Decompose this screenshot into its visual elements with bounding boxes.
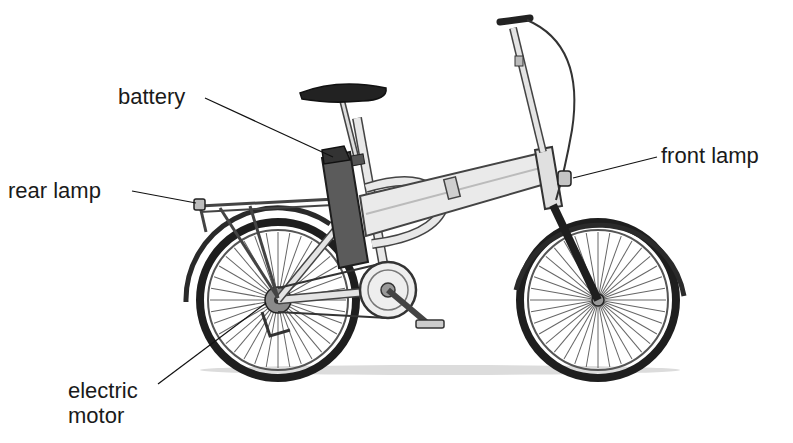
battery-cap — [322, 146, 350, 164]
handlebar-stem — [513, 28, 543, 152]
brake-cable — [527, 20, 574, 200]
part-label: electric motor — [68, 378, 168, 429]
saddle — [300, 84, 386, 102]
folding-hinge — [444, 177, 460, 199]
derailleur — [262, 312, 290, 336]
chainring — [360, 262, 444, 328]
leader-line — [132, 191, 196, 203]
front-fork — [553, 205, 598, 300]
main-tube — [360, 152, 552, 236]
leader-line — [573, 157, 657, 178]
bell — [515, 56, 523, 66]
pedal — [416, 320, 444, 328]
part-label: battery — [118, 84, 238, 109]
rear-fender — [186, 208, 330, 302]
leader-line — [205, 98, 333, 157]
leader-line — [158, 303, 266, 384]
handlebar-grip — [500, 18, 530, 22]
part-label: front lamp — [661, 143, 791, 168]
leader-lines — [132, 98, 657, 384]
front-lamp — [558, 171, 571, 186]
front-fender — [516, 225, 684, 296]
rear-lamp — [194, 199, 205, 210]
part-label: rear lamp — [8, 178, 138, 203]
